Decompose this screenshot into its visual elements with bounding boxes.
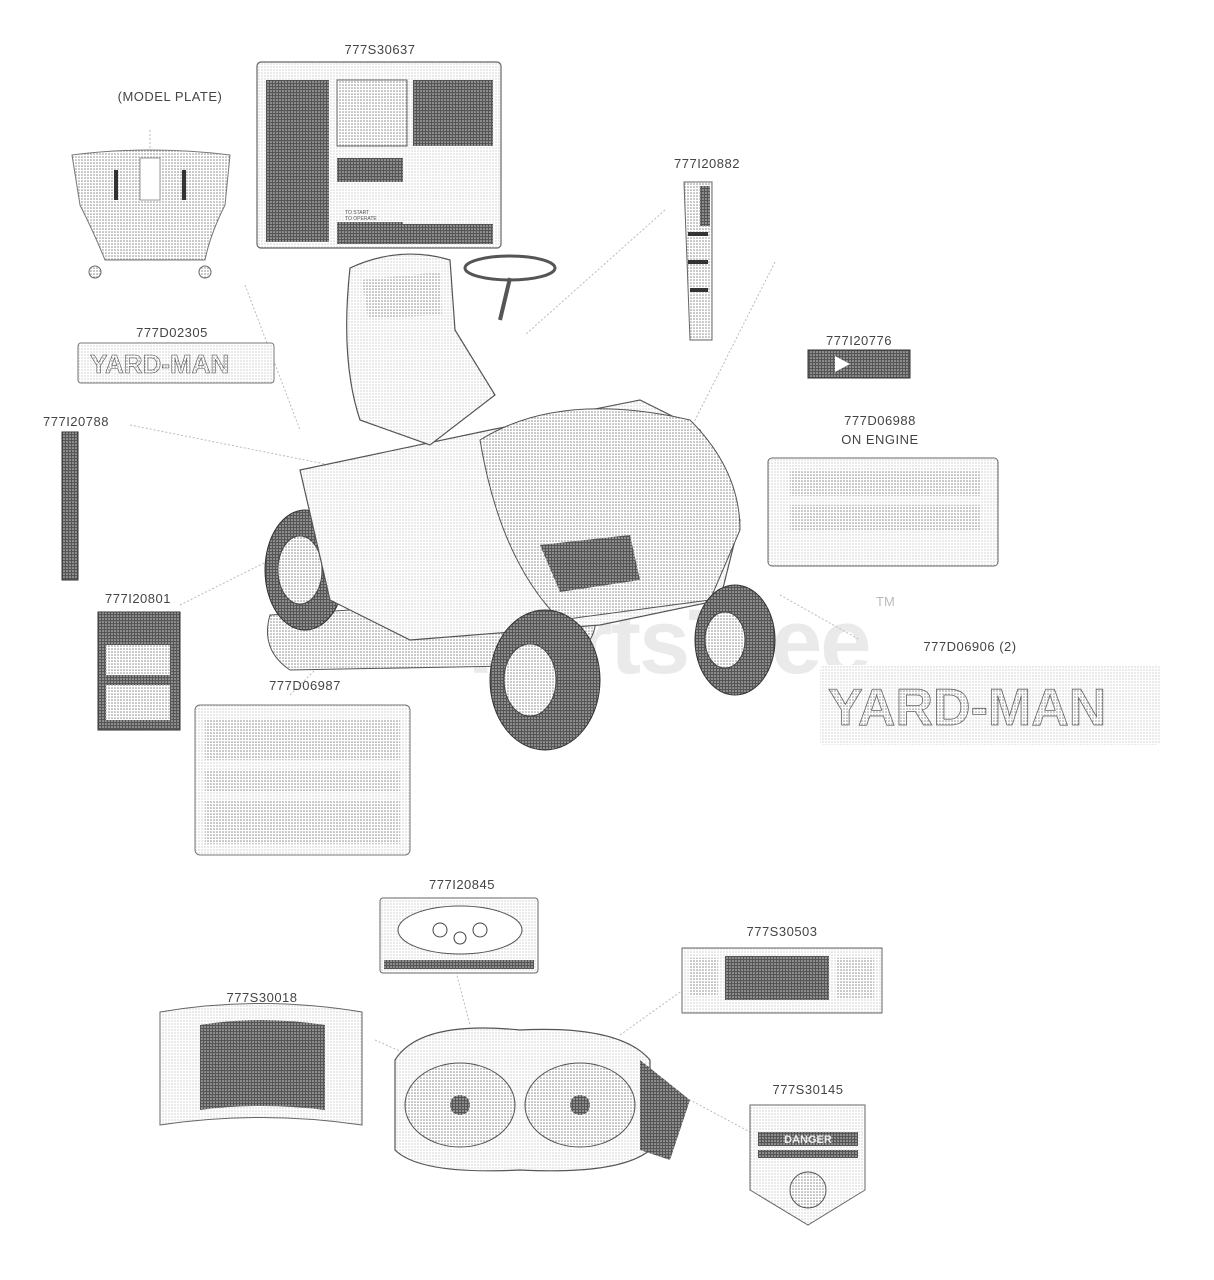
label-777D02305: 777D02305 bbox=[136, 325, 208, 340]
decal-777S30637: TO START TO OPERATE bbox=[256, 61, 502, 249]
label-777S30145: 777S30145 bbox=[772, 1082, 844, 1097]
yard-man-logo-large: YARD-MAN bbox=[828, 679, 1106, 737]
decal-777I20788 bbox=[61, 431, 79, 581]
label-777S30503: 777S30503 bbox=[746, 924, 818, 939]
label-model-plate: (MODEL PLATE) bbox=[117, 89, 223, 104]
lawn-tractor bbox=[264, 253, 776, 751]
label-777I20801: 777I20801 bbox=[105, 591, 171, 606]
decal-777I20882 bbox=[683, 181, 713, 341]
label-777D06906: 777D06906 (2) bbox=[923, 639, 1017, 654]
decal-777D06987 bbox=[194, 704, 411, 856]
mower-deck bbox=[394, 1027, 690, 1172]
label-777I20788: 777I20788 bbox=[43, 414, 109, 429]
label-777S30018: 777S30018 bbox=[226, 990, 298, 1005]
model-plate-seat-pan bbox=[71, 149, 231, 279]
to-operate-text: TO OPERATE bbox=[345, 216, 377, 222]
label-777I20845: 777I20845 bbox=[429, 877, 495, 892]
decal-777S30503 bbox=[681, 947, 883, 1014]
decal-777D06906: YARD-MAN bbox=[820, 665, 1160, 745]
decal-777D02305: YARD-MAN bbox=[77, 342, 275, 384]
label-777D06988: 777D06988 bbox=[844, 413, 916, 428]
label-on-engine: ON ENGINE bbox=[841, 432, 919, 447]
decal-777S30145: DANGER bbox=[749, 1104, 866, 1226]
danger-text: DANGER bbox=[784, 1134, 832, 1146]
yard-man-logo-small: YARD-MAN bbox=[90, 349, 229, 379]
to-start-text: TO START bbox=[345, 210, 369, 216]
decal-777D06988 bbox=[767, 457, 999, 567]
decal-777I20776 bbox=[807, 349, 911, 379]
decal-777S30018 bbox=[159, 1003, 363, 1126]
label-777S30637: 777S30637 bbox=[344, 42, 416, 57]
label-777I20882: 777I20882 bbox=[674, 156, 740, 171]
label-777I20776: 777I20776 bbox=[826, 333, 892, 348]
decal-777I20845 bbox=[379, 897, 539, 974]
decal-777I20801 bbox=[97, 611, 181, 731]
label-777D06987: 777D06987 bbox=[269, 678, 341, 693]
watermark-tm: TM bbox=[876, 594, 895, 609]
